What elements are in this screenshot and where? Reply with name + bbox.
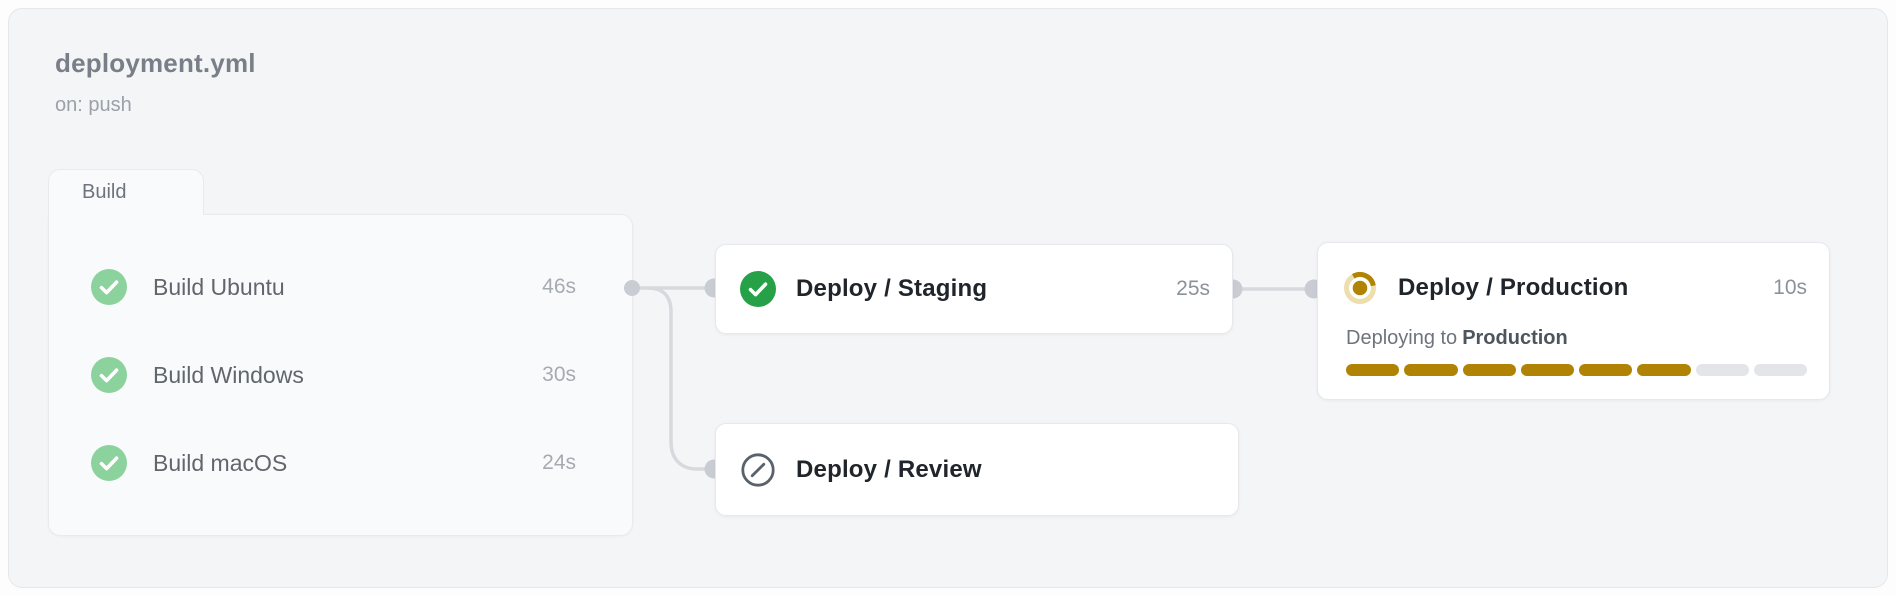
deploy-progress-bar [1346,364,1807,376]
job-name: Build Windows [153,361,304,388]
job-title: Deploy / Staging [796,275,988,302]
job-card-deploy-review[interactable]: Deploy / Review [715,423,1239,516]
job-duration: 25s [1176,277,1210,300]
workflow-title: deployment.yml [55,48,256,78]
build-job-row-macos[interactable]: Build macOS 24s [49,419,632,507]
deploy-message-target: Production [1462,327,1568,349]
workflow-trigger: on: push [55,94,132,116]
job-duration: 30s [542,363,576,386]
build-group: Build Ubuntu 46s Build Windows 30s Build… [48,214,633,536]
deploy-message-prefix: Deploying to [1346,327,1458,349]
job-name: Build Ubuntu [153,273,285,300]
success-check-icon [740,271,776,307]
progress-segment [1346,364,1400,376]
progress-segment [1753,364,1807,376]
job-title: Deploy / Production [1398,274,1629,301]
job-card-deploy-staging[interactable]: Deploy / Staging 25s [715,244,1233,334]
progress-segment [1404,364,1458,376]
build-job-row-ubuntu[interactable]: Build Ubuntu 46s [49,243,632,331]
job-name: Build macOS [153,449,288,476]
progress-segment [1637,364,1691,376]
job-title: Deploy / Review [796,455,982,483]
job-duration: 10s [1773,276,1807,299]
progress-segment [1520,364,1574,376]
progress-segment [1579,364,1633,376]
success-check-icon [91,445,127,481]
in-progress-icon [1342,270,1378,306]
build-job-row-windows[interactable]: Build Windows 30s [49,331,632,419]
success-check-icon [91,357,127,393]
progress-segment [1695,364,1749,376]
success-check-icon [91,269,127,305]
job-duration: 46s [542,275,576,298]
progress-segment [1462,364,1516,376]
job-duration: 24s [542,451,576,474]
build-group-tab: Build [48,169,204,215]
skipped-icon [740,452,776,488]
build-group-label: Build [82,181,127,203]
